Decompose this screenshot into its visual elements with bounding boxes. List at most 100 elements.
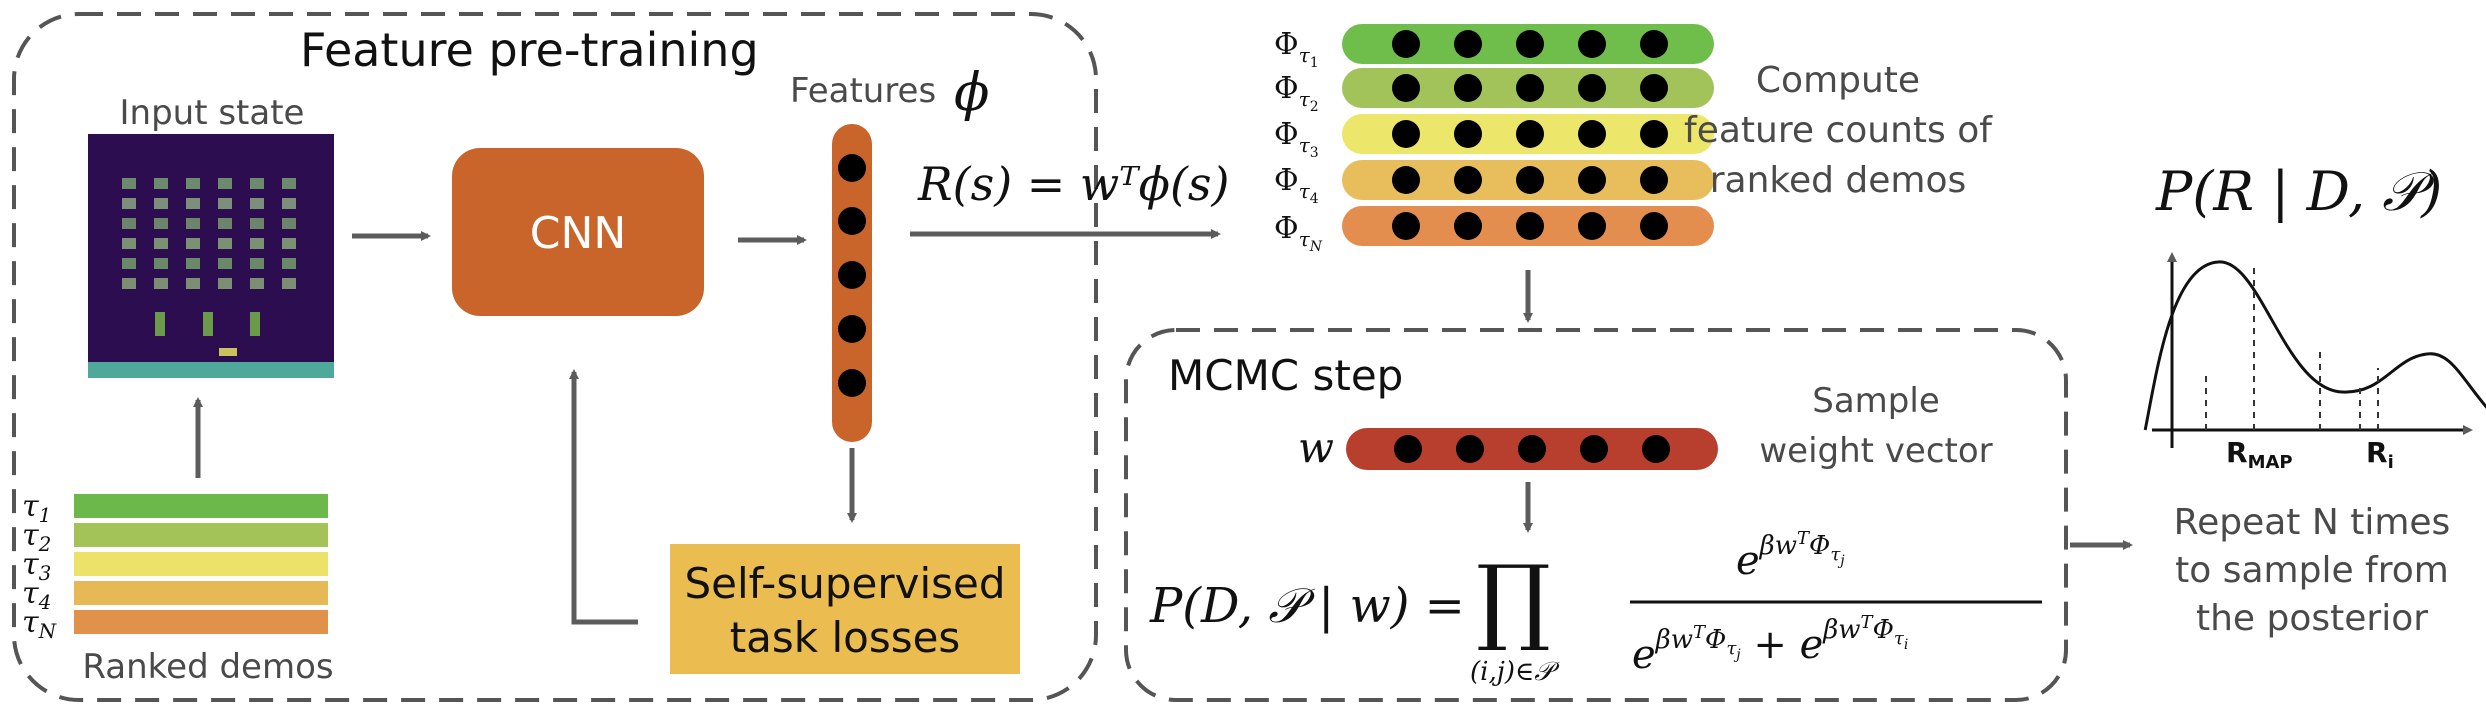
alien-sprite — [154, 178, 168, 189]
mcmc-panel: MCMC step w Sample weight vector P(D, 𝒫 … — [1124, 328, 2068, 702]
feature-node — [838, 315, 866, 343]
feature-count-node — [1454, 212, 1482, 240]
fraction-denominator: eβwTΦτj + eβwTΦτi — [1632, 612, 1908, 678]
alien-sprite — [282, 278, 296, 289]
feature-count-node — [1454, 120, 1482, 148]
mcmc-dashed-border — [1124, 328, 2068, 702]
r-map-label: RMAP — [2226, 436, 2293, 473]
sample-caption-line1: Sample — [1812, 381, 1939, 421]
feature-count-rows — [1342, 24, 1714, 246]
alien-sprite — [122, 218, 136, 229]
alien-sprite — [122, 278, 136, 289]
feature-counts: Φτ1 Φτ2 Φτ3 Φτ4 ΦτN Compute feature coun… — [1274, 24, 1993, 255]
alien-sprite — [250, 218, 264, 229]
bunker-left — [155, 312, 165, 336]
feature-count-node — [1640, 212, 1668, 240]
alien-sprite — [122, 198, 136, 209]
feature-count-node — [1454, 166, 1482, 194]
game-screen-image — [88, 134, 334, 378]
ranked-demos: τ1 τ2 τ3 τ4 τN — [22, 489, 328, 643]
alien-sprite — [250, 238, 264, 249]
posterior-curve — [2143, 260, 2486, 431]
alien-sprite — [218, 198, 232, 209]
feature-count-node — [1392, 74, 1420, 102]
demo-label-tau1: τ1 — [22, 489, 51, 527]
weight-node — [1642, 435, 1670, 463]
phi-label-tau2: Φτ2 — [1274, 71, 1319, 115]
feature-count-node — [1516, 30, 1544, 58]
ranked-demos-label: Ranked demos — [82, 647, 333, 687]
alien-sprite — [250, 278, 264, 289]
feature-count-node — [1578, 74, 1606, 102]
cnn-box — [452, 148, 704, 316]
demo-label-tauN: τN — [22, 605, 58, 643]
feature-count-node — [1454, 74, 1482, 102]
weight-symbol: w — [1298, 423, 1334, 472]
alien-sprite — [218, 218, 232, 229]
repeat-line1: Repeat N times — [2174, 502, 2451, 543]
posterior-plot: P(R | D, 𝒫) RMAP Ri — [2143, 160, 2486, 473]
bunker-middle — [203, 312, 213, 336]
feature-node — [838, 207, 866, 235]
game-ground — [88, 362, 334, 378]
weight-node — [1580, 435, 1608, 463]
alien-sprite — [154, 278, 168, 289]
alien-sprite — [282, 238, 296, 249]
sample-caption-line2: weight vector — [1759, 431, 1992, 471]
alien-sprite — [122, 258, 136, 269]
feature-count-node — [1392, 212, 1420, 240]
demo-bar-tau1 — [74, 494, 328, 518]
alien-sprite — [154, 238, 168, 249]
phi-label-tauN: ΦτN — [1274, 211, 1323, 255]
alien-sprite — [122, 178, 136, 189]
feature-counts-caption-line1: Compute — [1756, 60, 1920, 101]
fraction-numerator: eβwTΦτj — [1736, 528, 1845, 584]
alien-sprite — [186, 278, 200, 289]
feature-count-node — [1578, 30, 1606, 58]
alien-sprite — [154, 198, 168, 209]
demo-bar-tau3 — [74, 552, 328, 576]
player-cannon — [219, 348, 237, 356]
alien-sprite — [218, 178, 232, 189]
game-background — [88, 134, 334, 378]
alien-sprite — [250, 198, 264, 209]
feature-counts-caption-line3: ranked demos — [1710, 160, 1967, 201]
feature-count-node — [1392, 120, 1420, 148]
likelihood-equation: P(D, 𝒫 | w) = ∏ (i,j)∈𝒫 eβwTΦτj eβwTΦτj … — [1149, 528, 2042, 687]
input-state-label: Input state — [120, 93, 305, 133]
r-i-label: Ri — [2366, 436, 2394, 473]
demo-label-tau2: τ2 — [22, 518, 51, 556]
feature-count-node — [1516, 166, 1544, 194]
likelihood-lhs: P(D, 𝒫 | w) = — [1149, 578, 1465, 634]
feature-count-node — [1392, 166, 1420, 194]
feature-count-node — [1392, 30, 1420, 58]
alien-sprite — [218, 258, 232, 269]
alien-sprite — [154, 258, 168, 269]
alien-sprite — [282, 178, 296, 189]
demo-bar-tau2 — [74, 523, 328, 547]
demo-label-tau4: τ4 — [22, 576, 51, 614]
pretraining-dashed-border — [12, 12, 1098, 702]
posterior-title: P(R | D, 𝒫) — [2155, 160, 2442, 223]
product-subscript: (i,j)∈𝒫 — [1470, 657, 1560, 687]
alien-sprite — [250, 258, 264, 269]
bunker-right — [250, 312, 260, 336]
alien-sprite — [218, 278, 232, 289]
feature-pretraining-panel: Feature pre-training Input state CNN Fea… — [12, 12, 1098, 702]
features-symbol: ϕ — [954, 63, 989, 123]
pretraining-title: Feature pre-training — [300, 23, 759, 77]
reward-equation: R(s) = wᵀϕ(s) — [917, 157, 1229, 211]
feature-count-node — [1640, 166, 1668, 194]
phi-label-tau3: Φτ3 — [1274, 117, 1319, 161]
feature-count-node — [1454, 30, 1482, 58]
feature-count-node — [1578, 166, 1606, 194]
feature-node — [838, 369, 866, 397]
repeat-line3: the posterior — [2196, 598, 2428, 639]
alien-sprite — [218, 238, 232, 249]
feature-counts-caption-line2: feature counts of — [1684, 110, 1993, 151]
alien-sprite — [282, 258, 296, 269]
product-symbol: ∏ — [1476, 546, 1551, 655]
alien-sprite — [186, 198, 200, 209]
feature-node — [838, 154, 866, 182]
